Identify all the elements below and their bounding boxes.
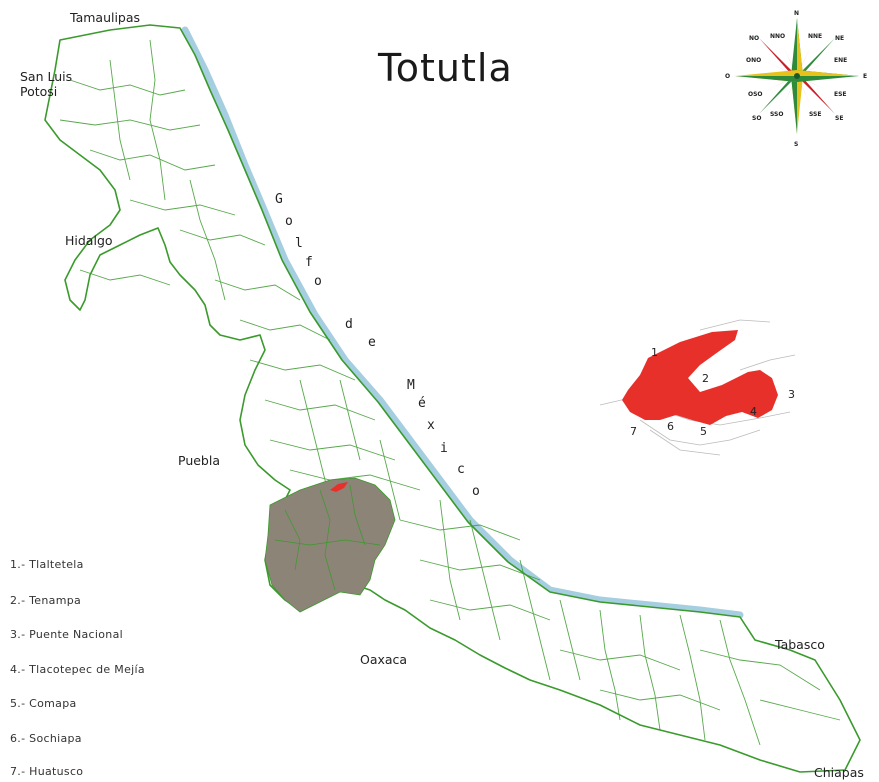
inset-number-2: 2 xyxy=(702,372,709,385)
compass-ese: ESE xyxy=(834,91,847,98)
compass-rose: N S E O NO NE SO SE NNO NNE ONO ENE OSO … xyxy=(725,10,867,148)
compass-sso: SSO xyxy=(770,111,783,118)
gulf-letter: o xyxy=(314,274,322,289)
coastline-shade xyxy=(181,26,744,619)
legend-item: 3.- Puente Nacional xyxy=(10,628,123,641)
compass-se: SE xyxy=(835,115,843,122)
label-chiapas: Chiapas xyxy=(814,765,864,780)
compass-nno: NNO xyxy=(770,33,785,40)
inset-number-5: 5 xyxy=(700,425,707,438)
compass-e: E xyxy=(863,73,867,80)
compass-ne: NE xyxy=(835,35,844,42)
legend-item: 5.- Comapa xyxy=(10,697,77,710)
gulf-letter: G xyxy=(275,192,283,207)
legend-item: 6.- Sochiapa xyxy=(10,732,82,745)
gulf-letter: o xyxy=(285,214,293,229)
compass-o: O xyxy=(725,73,730,80)
legend-item: 7.- Huatusco xyxy=(10,765,84,778)
legend-item: 1.- Tlaltetela xyxy=(10,558,84,571)
compass-sse: SSE xyxy=(809,111,821,118)
gulf-letter: e xyxy=(368,335,376,350)
gulf-letter: l xyxy=(295,236,303,251)
municipality-borders xyxy=(59,39,841,746)
compass-ene: ENE xyxy=(834,57,847,64)
compass-s: S xyxy=(794,141,798,148)
label-san-luis-potosi-line1: San Luis xyxy=(20,69,73,84)
inset-map xyxy=(599,319,796,456)
label-hidalgo: Hidalgo xyxy=(65,233,113,248)
compass-n: N xyxy=(794,10,799,17)
legend-item: 4.- Tlacotepec de Mejía xyxy=(10,663,145,676)
gulf-letter: i xyxy=(440,441,448,456)
label-puebla: Puebla xyxy=(178,453,220,468)
inset-number-7: 7 xyxy=(630,425,637,438)
label-tabasco: Tabasco xyxy=(775,637,825,652)
highlighted-region xyxy=(264,477,396,613)
inset-number-1: 1 xyxy=(651,346,658,359)
gulf-letter: d xyxy=(345,317,353,332)
compass-ono: ONO xyxy=(746,57,761,64)
highlighted-region-borders xyxy=(274,484,381,591)
compass-no: NO xyxy=(749,35,759,42)
gulf-letter: M xyxy=(407,378,415,393)
legend-item: 2.- Tenampa xyxy=(10,594,82,607)
label-oaxaca: Oaxaca xyxy=(360,652,408,667)
inset-number-4: 4 xyxy=(750,405,757,418)
compass-nne: NNE xyxy=(808,33,822,40)
label-tamaulipas: Tamaulipas xyxy=(70,10,141,25)
gulf-letter: f xyxy=(305,255,313,270)
label-san-luis-potosi-line2: Potosi xyxy=(20,84,58,99)
compass-so: SO xyxy=(752,115,761,122)
gulf-letter: é xyxy=(418,396,426,411)
gulf-letter: x xyxy=(427,418,435,433)
totutla-inset-shape xyxy=(622,330,778,425)
inset-number-3: 3 xyxy=(788,388,795,401)
gulf-letter: o xyxy=(472,484,480,499)
compass-oso: OSO xyxy=(748,91,763,98)
inset-number-6: 6 xyxy=(667,420,674,433)
gulf-letter: c xyxy=(457,462,465,477)
map-title: Totutla xyxy=(378,46,513,90)
totutla-marker xyxy=(330,482,348,492)
